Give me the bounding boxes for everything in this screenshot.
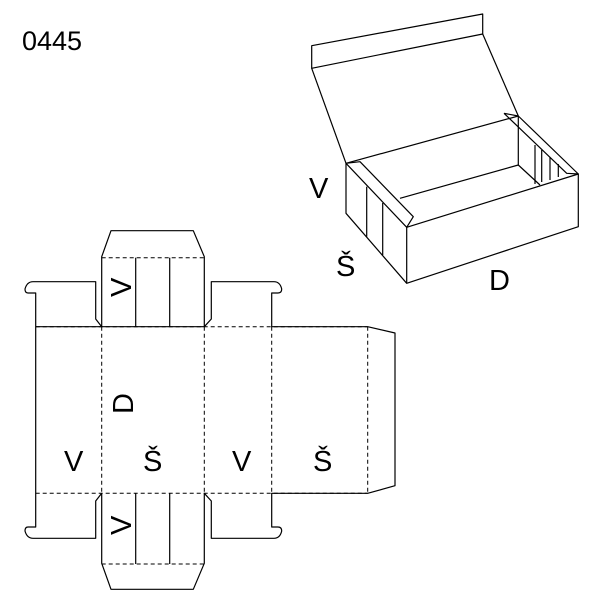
panel-label-height-2: V [232,446,252,478]
lid-right-edge [482,33,519,117]
lid-left-edge [311,68,347,164]
box-height-label: V [309,173,329,205]
flap-label-bottom: V [106,515,138,535]
inner-back-wall [399,116,519,199]
right-dust-flap [503,112,579,175]
dieline-outline [24,230,396,590]
panel-label-width-2: Š [313,444,332,478]
box-width-label: Š [336,249,355,283]
box-3d-illustration: V Š D [309,13,579,297]
panel-label-height-1: V [64,446,84,478]
lid-tuck-flap [311,13,484,69]
left-dust-flap [345,161,414,228]
flap-label-top: V [106,277,138,297]
box-length-label: D [489,265,510,297]
dieline: V Š V Š D V V [24,230,396,590]
inner-floor-edge [517,164,541,186]
model-code: 0445 [22,26,82,56]
back-top-edge [345,115,519,164]
panel-label-width-1: Š [143,444,162,478]
panel-label-length: D [108,393,140,414]
